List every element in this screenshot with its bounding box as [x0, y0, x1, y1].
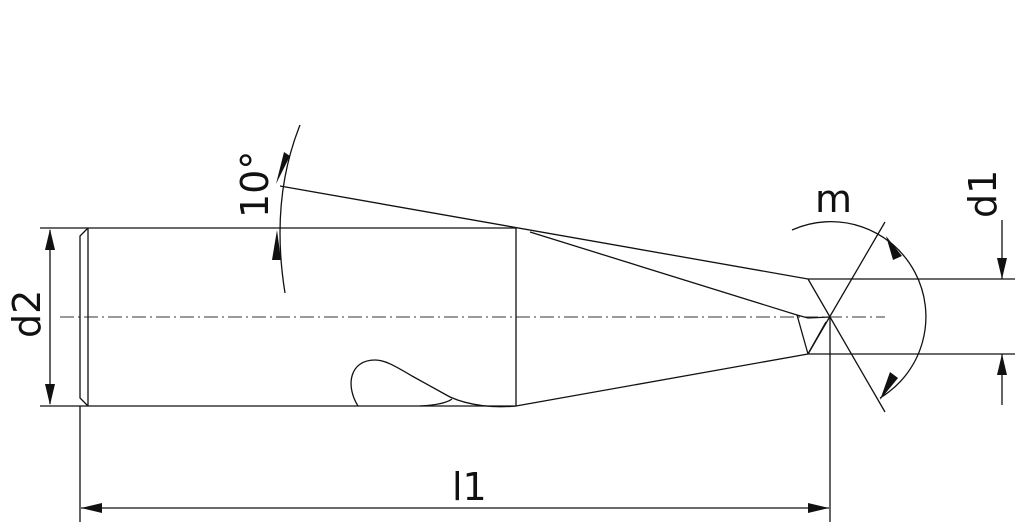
arrow-icon: [81, 503, 102, 513]
arrow-icon: [880, 372, 898, 400]
arrow-icon: [997, 354, 1007, 375]
arrow-icon: [808, 503, 829, 513]
flute-edge: [419, 398, 453, 407]
flute-curve: [350, 359, 517, 408]
angle-label: 10°: [233, 151, 277, 218]
tip-angle-line-2: [807, 278, 886, 413]
m-label: m: [815, 177, 852, 221]
tip-angle-line-1: [807, 221, 886, 355]
shank: [40, 227, 517, 407]
arrow-icon: [886, 236, 902, 260]
arrow-icon: [272, 230, 281, 260]
angle-arc: [279, 124, 301, 294]
d2-label: d2: [5, 290, 49, 338]
l1-label: l1: [452, 465, 487, 509]
taper: [279, 185, 831, 407]
arrow-icon: [997, 258, 1007, 279]
arrow-icon: [276, 152, 290, 184]
arrow-icon: [45, 384, 55, 405]
arrow-icon: [45, 229, 55, 250]
d1-label: d1: [961, 170, 1005, 218]
tip-angle-arc: [791, 221, 927, 399]
